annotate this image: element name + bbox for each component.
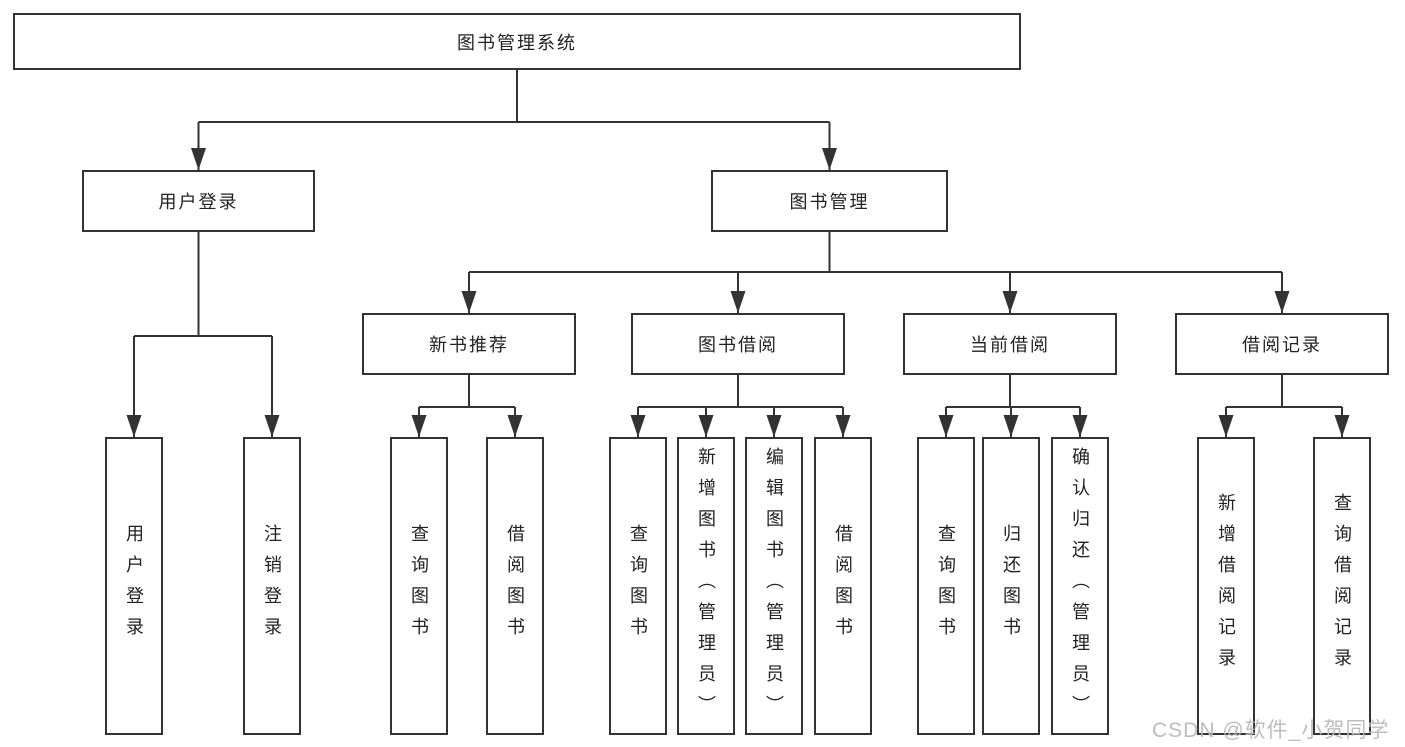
leaf-user-login-label: 用户登录 — [124, 524, 144, 648]
node-book-management-label: 图书管理 — [789, 192, 870, 212]
leaf-logout-label: 注销登录 — [262, 524, 282, 648]
leaf-recommend-query-books-label: 查询图书 — [409, 524, 429, 648]
node-new-book-recommend: 新书推荐 — [362, 313, 576, 375]
node-new-book-recommend-label: 新书推荐 — [429, 335, 509, 355]
leaf-current-query-books: 查询图书 — [917, 437, 975, 735]
leaf-user-login: 用户登录 — [105, 437, 163, 735]
node-borrowing-records-label: 借阅记录 — [1242, 335, 1322, 355]
leaf-edit-books-admin-label: 编辑图书（管理员） — [764, 446, 784, 726]
arrowheads — [126, 148, 1350, 437]
leaf-recommend-query-books: 查询图书 — [390, 437, 448, 735]
leaf-recommend-borrow-books: 借阅图书 — [486, 437, 544, 735]
leaf-recommend-borrow-books-label: 借阅图书 — [505, 524, 525, 648]
leaf-add-books-admin-label: 新增图书（管理员） — [696, 446, 716, 726]
leaf-query-borrow-record: 查询借阅记录 — [1313, 437, 1371, 735]
leaf-query-borrow-record-label: 查询借阅记录 — [1332, 493, 1352, 679]
leaf-add-books-admin: 新增图书（管理员） — [677, 437, 735, 735]
leaf-borrowing-query-books-label: 查询图书 — [628, 524, 648, 648]
leaf-edit-books-admin: 编辑图书（管理员） — [745, 437, 803, 735]
leaf-return-books-label: 归还图书 — [1001, 524, 1021, 648]
node-book-borrowing: 图书借阅 — [631, 313, 845, 375]
leaf-borrowing-borrow-books: 借阅图书 — [814, 437, 872, 735]
leaf-current-query-books-label: 查询图书 — [936, 524, 956, 648]
leaf-confirm-return-admin: 确认归还（管理员） — [1051, 437, 1109, 735]
leaf-confirm-return-admin-label: 确认归还（管理员） — [1070, 446, 1090, 726]
node-user-login-group-label: 用户登录 — [158, 192, 239, 212]
node-user-login-group: 用户登录 — [82, 170, 315, 232]
csdn-watermark: CSDN @软件_小贺同学 — [1152, 719, 1390, 742]
node-current-borrowing-label: 当前借阅 — [970, 335, 1050, 355]
leaf-borrowing-borrow-books-label: 借阅图书 — [833, 524, 853, 648]
node-book-management: 图书管理 — [711, 170, 948, 232]
node-root-library-management-system: 图书管理系统 — [13, 13, 1021, 70]
leaf-add-borrow-record: 新增借阅记录 — [1197, 437, 1255, 735]
node-book-borrowing-label: 图书借阅 — [698, 335, 778, 355]
node-current-borrowing: 当前借阅 — [903, 313, 1117, 375]
leaf-add-borrow-record-label: 新增借阅记录 — [1216, 493, 1236, 679]
node-root-label: 图书管理系统 — [457, 32, 577, 53]
leaf-borrowing-query-books: 查询图书 — [609, 437, 667, 735]
leaf-return-books: 归还图书 — [982, 437, 1040, 735]
node-borrowing-records: 借阅记录 — [1175, 313, 1389, 375]
leaf-logout: 注销登录 — [243, 437, 301, 735]
